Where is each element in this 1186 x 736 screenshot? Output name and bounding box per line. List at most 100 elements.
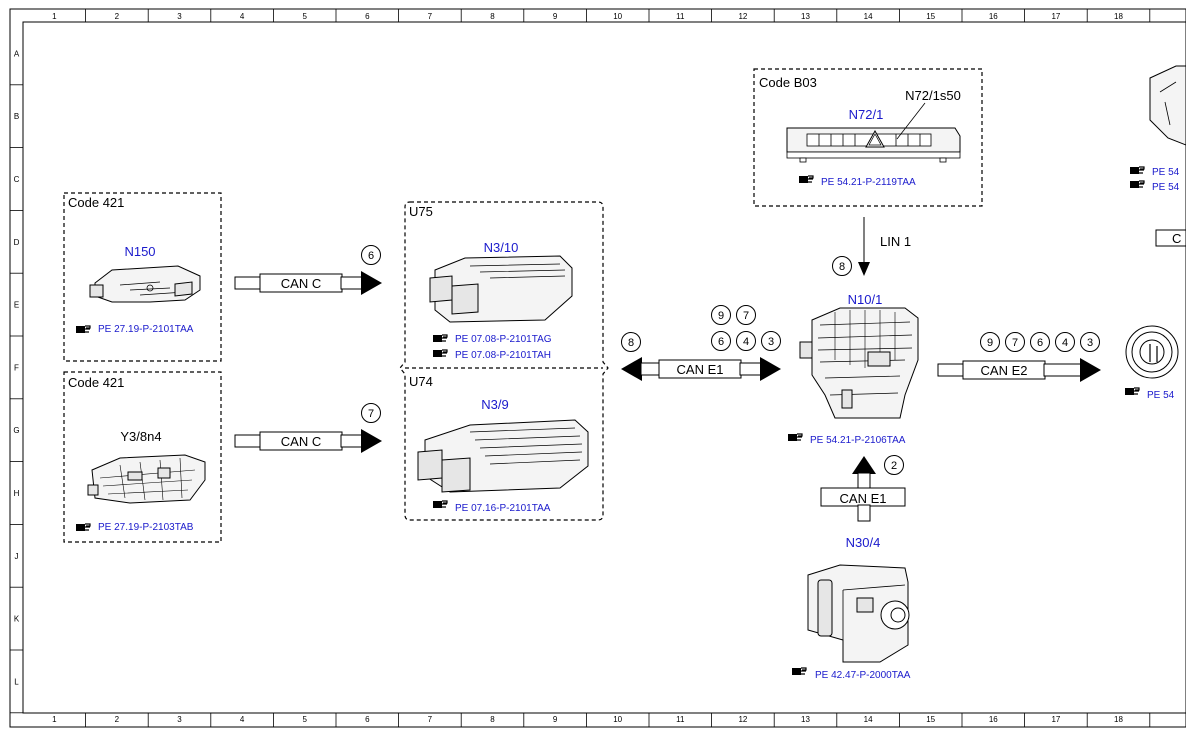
bus-label: CAN C [281,276,321,291]
pointing-hand-icon [791,667,807,676]
ruler-column-number: 12 [738,715,747,724]
ref-text: PE 07.08-P-2101TAG [455,334,552,345]
component-n310-label[interactable]: N3/10 [484,240,519,255]
ruler-row-letter: H [14,489,20,498]
ruler-column-number: 12 [738,12,747,21]
ruler-column-number: 18 [1114,12,1123,21]
pointing-hand-icon [798,175,814,184]
ruler-column-number: 7 [428,715,433,724]
ruler-column-number: 14 [864,715,873,724]
ruler-row-letter: E [14,301,19,310]
n101-sam-module-drawing [799,307,919,419]
component-n101-label[interactable]: N10/1 [848,292,883,307]
bus-can-e1-bottom: CAN E1 2 [820,455,906,522]
callout-number: 3 [768,336,774,348]
callout-number: 6 [718,336,724,348]
bus-label: CAN E1 [677,362,724,377]
bus-can-c-bottom: CAN C 7 [234,403,382,453]
ref-link-right-2[interactable]: PE 54 [1129,180,1180,193]
ruler-column-number: 13 [801,12,810,21]
n150-module-drawing [89,265,201,303]
group-label-u74: U74 [409,374,433,389]
ruler-column-number: 18 [1114,715,1123,724]
bus-label: CAN E1 [840,491,887,506]
ruler-column-number: 2 [115,715,120,724]
ruler-column-number: 13 [801,715,810,724]
ruler-column-number: 11 [676,715,685,724]
ruler-column-number: 4 [240,12,245,21]
ruler-column-number: 6 [365,715,370,724]
component-n304: N30/4 PE 42.47-P-2000TAA [791,535,911,681]
pointing-hand-icon [1124,387,1140,396]
ruler-column-number: 5 [302,12,307,21]
callout-number: 3 [1087,337,1093,349]
ref-link-y38n4[interactable]: PE 27.19-P-2103TAB [75,522,194,533]
callout-number: 9 [987,337,993,349]
group-label: Code 421 [68,195,124,210]
ref-text: PE 27.19-P-2101TAA [98,324,194,335]
group-u75-u74: U75 N3/10 PE 07.08-P-2101TAG PE 07.08-P-… [399,201,609,521]
ref-text: PE 27.19-P-2103TAB [98,522,194,533]
bus-can-e1-left: CAN E1 8 9 7 6 4 3 [621,305,781,381]
ref-link-n101[interactable]: PE 54.21-P-2106TAA [787,433,906,446]
callout-number: 7 [368,408,374,420]
component-n39-label[interactable]: N3/9 [481,397,508,412]
group-codeb03: Code B03 N72/1s50 N72/1 PE 54.21-P-2119T… [753,68,983,207]
n721-switch-panel-drawing [786,102,961,163]
pointing-hand-icon [75,523,91,532]
ruler-column-number: 10 [613,715,622,724]
ruler-column-number: 2 [115,12,120,21]
n39-ecu-drawing [417,419,589,493]
frame [9,8,1186,728]
ruler-column-number: 17 [1051,715,1060,724]
callout-number: 9 [718,310,724,322]
ruler-column-number: 8 [490,12,495,21]
callout-number: 4 [743,336,749,348]
ruler-row-letter: G [13,426,19,435]
ruler-row-letter: D [14,238,20,247]
ref-text: PE 54.21-P-2119TAA [821,177,916,188]
ruler-column-number: 7 [428,12,433,21]
component-n304-label[interactable]: N30/4 [846,535,881,550]
ruler-row-letter: C [14,175,20,184]
bus-label: CAN E2 [981,363,1028,378]
ref-link-n39[interactable]: PE 07.16-P-2101TAA [432,500,551,514]
ref-link-n310-tag[interactable]: PE 07.08-P-2101TAG [432,334,552,345]
bus-can-e2: CAN E2 9 7 6 4 3 [937,332,1101,382]
ruler-column-number: 10 [613,12,622,21]
ref-link-n721[interactable]: PE 54.21-P-2119TAA [798,175,916,188]
ref-text: PE 54 [1152,167,1180,178]
ruler-column-number: 5 [302,715,307,724]
ruler-column-number: 15 [926,715,935,724]
component-n721s50-label[interactable]: N72/1s50 [905,88,961,103]
right-edge-cropped-components: PE 54 PE 54 C PE 54 [1124,65,1186,401]
pointing-hand-icon [1129,180,1145,189]
group-label: Code 421 [68,375,124,390]
ruler-column-number: 17 [1051,12,1060,21]
ref-link-n150[interactable]: PE 27.19-P-2101TAA [75,324,194,335]
ruler-row-letter: J [15,552,19,561]
component-n150-label[interactable]: N150 [124,244,155,259]
component-n721-label[interactable]: N72/1 [849,107,884,122]
ref-link-n310-tah[interactable]: PE 07.08-P-2101TAH [432,349,551,361]
ruler-column-number: 8 [490,715,495,724]
pointing-hand-icon [787,433,803,442]
bus-lin1: LIN 1 8 [832,217,911,276]
callout-number: 4 [1062,337,1068,349]
ruler-column-number: 16 [989,715,998,724]
ref-link-n304[interactable]: PE 42.47-P-2000TAA [791,667,911,681]
pointing-hand-icon [75,325,91,334]
ruler-row-letter: L [14,677,19,686]
component-y38n4-label[interactable]: Y3/8n4 [120,429,161,444]
ref-link-right-1[interactable]: PE 54 [1129,166,1180,178]
ruler-row-letter: B [14,112,19,121]
ref-link-right-3[interactable]: PE 54 [1124,387,1175,401]
group-code421-y38n4: Code 421 Y3/8n4 PE 27.19-P-2103TAB [63,371,222,543]
ruler-column-number: 4 [240,715,245,724]
ruler-column-number: 9 [553,12,558,21]
callout-number: 8 [839,261,845,273]
